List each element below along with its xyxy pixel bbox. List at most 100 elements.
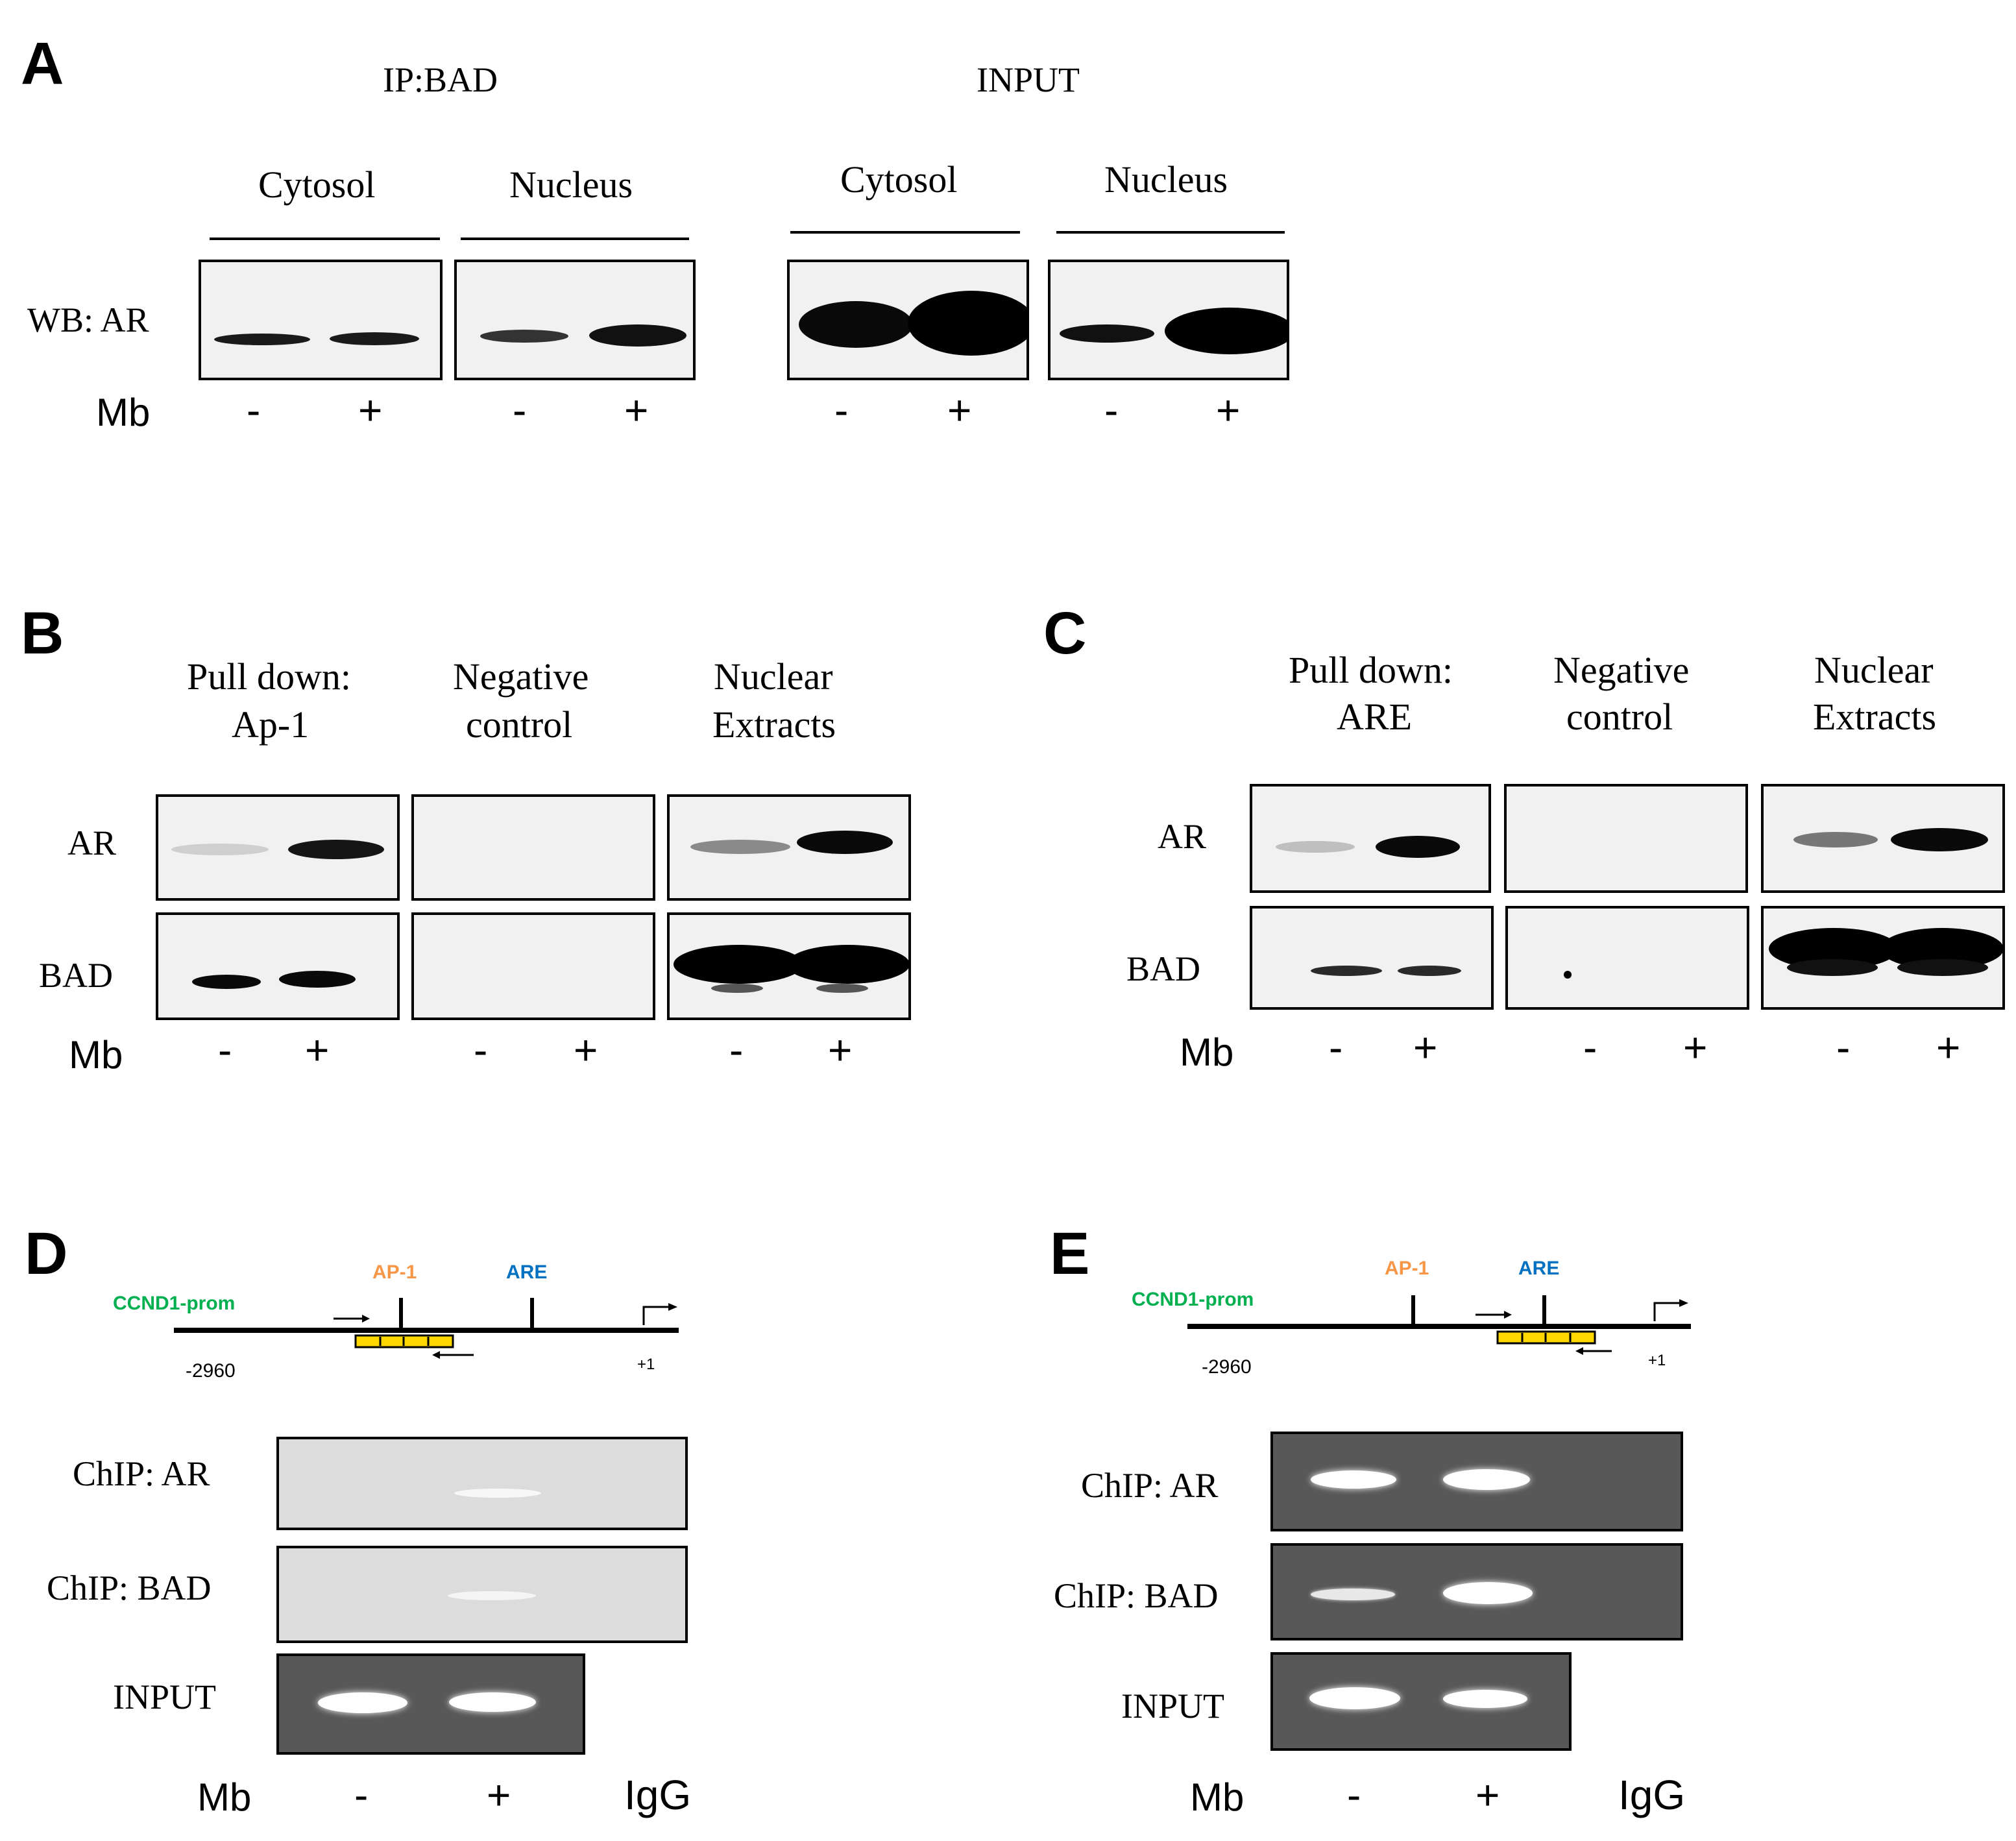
panel-d-letter: D bbox=[25, 1221, 68, 1287]
panel-c-col2-line2: control bbox=[1566, 696, 1673, 738]
panel-a-sign-3: - bbox=[513, 387, 527, 433]
blot-a-input-nucleus bbox=[1048, 260, 1289, 380]
panel-e-ap1-label: AP-1 bbox=[1385, 1258, 1429, 1279]
panel-a-sign-6: + bbox=[947, 387, 972, 433]
panel-a-col-cytosol-ip: Cytosol bbox=[258, 164, 376, 206]
panel-a-col-nucleus-input: Nucleus bbox=[1104, 158, 1228, 201]
panel-d-end-coord: +1 bbox=[637, 1356, 655, 1373]
panel-a-col-cytosol-input: Cytosol bbox=[840, 158, 958, 201]
panel-a-sign-2: + bbox=[358, 387, 383, 433]
panel-b-sign-3: - bbox=[474, 1027, 488, 1073]
blot-c-negative-ar bbox=[1504, 784, 1748, 893]
panel-d-ap1-label: AP-1 bbox=[372, 1262, 417, 1283]
panel-b-col2-line1: Negative bbox=[453, 655, 589, 698]
panel-e-lane-igg: IgG bbox=[1618, 1772, 1686, 1818]
panel-e-promoter-label: CCND1-prom bbox=[1132, 1289, 1254, 1310]
gel-e-input bbox=[1270, 1652, 1572, 1751]
panel-a-row-label: WB: AR bbox=[27, 300, 149, 339]
blot-c-pulldown-bad bbox=[1250, 906, 1494, 1010]
panel-a-sign-5: - bbox=[834, 387, 849, 433]
panel-a-letter: A bbox=[21, 30, 64, 97]
panel-a-mb-label: Mb bbox=[96, 391, 151, 434]
blot-b-nuclear-bad bbox=[667, 912, 911, 1020]
panel-c-sign-5: - bbox=[1836, 1024, 1851, 1071]
panel-d-row-chip-bad: ChIP: BAD bbox=[47, 1568, 212, 1607]
panel-c-sign-2: + bbox=[1413, 1024, 1438, 1071]
blot-b-negative-bad bbox=[411, 912, 655, 1020]
gel-e-chip-bad bbox=[1270, 1543, 1683, 1640]
panel-d-lane-igg: IgG bbox=[624, 1772, 692, 1818]
blot-a-input-cytosol bbox=[787, 260, 1029, 380]
panel-c-col3-line2: Extracts bbox=[1813, 696, 1937, 738]
panel-c-letter: C bbox=[1043, 600, 1087, 666]
panel-e-mb-label: Mb bbox=[1190, 1775, 1245, 1819]
panel-e-letter: E bbox=[1050, 1221, 1090, 1287]
blot-c-nuclear-bad bbox=[1761, 906, 2005, 1010]
panel-c-sign-1: - bbox=[1329, 1024, 1343, 1071]
panel-b-row-bad: BAD bbox=[39, 956, 114, 995]
panel-d-tss-arrow bbox=[642, 1306, 670, 1325]
panel-c-row-ar: AR bbox=[1158, 817, 1207, 856]
panel-e-end-coord: +1 bbox=[1648, 1352, 1666, 1369]
panel-e-start-coord: -2960 bbox=[1202, 1356, 1252, 1378]
gel-d-chip-ar bbox=[276, 1437, 688, 1530]
panel-b-row-ar: AR bbox=[67, 823, 117, 862]
panel-d-mb-label: Mb bbox=[197, 1775, 252, 1819]
panel-d-promoter-label: CCND1-prom bbox=[113, 1293, 235, 1314]
panel-b-col1-line2: Ap-1 bbox=[232, 703, 310, 746]
panel-d-lane-plus: + bbox=[487, 1772, 511, 1818]
blot-b-negative-ar bbox=[411, 794, 655, 901]
panel-b-sign-2: + bbox=[305, 1027, 330, 1073]
panel-a-col-nucleus-ip: Nucleus bbox=[509, 164, 633, 206]
panel-e-row-input: INPUT bbox=[1121, 1687, 1224, 1725]
panel-a-bracket-1 bbox=[210, 238, 440, 240]
panel-a-bracket-2 bbox=[461, 238, 689, 240]
panel-e-are-label: ARE bbox=[1518, 1258, 1559, 1279]
panel-c-sign-4: + bbox=[1683, 1024, 1708, 1071]
panel-c-mb-label: Mb bbox=[1180, 1030, 1234, 1074]
panel-c-sign-3: - bbox=[1583, 1024, 1597, 1071]
panel-b-col1-line1: Pull down: bbox=[187, 655, 351, 698]
blot-b-pulldown-bad bbox=[156, 912, 400, 1020]
panel-b-col2-line2: control bbox=[466, 703, 573, 746]
panel-c-col2-line1: Negative bbox=[1553, 649, 1690, 691]
panel-e-row-chip-ar: ChIP: AR bbox=[1081, 1466, 1219, 1505]
panel-d-start-coord: -2960 bbox=[186, 1360, 236, 1382]
panel-c-row-bad: BAD bbox=[1126, 949, 1201, 988]
panel-b-letter: B bbox=[21, 600, 64, 666]
panel-b-sign-4: + bbox=[574, 1027, 598, 1073]
blot-c-nuclear-ar bbox=[1761, 784, 2005, 893]
panel-d-row-chip-ar: ChIP: AR bbox=[73, 1454, 210, 1493]
panel-c-col1-line2: ARE bbox=[1337, 696, 1412, 738]
blot-b-nuclear-ar bbox=[667, 794, 911, 901]
panel-b-mb-label: Mb bbox=[69, 1033, 123, 1077]
panel-a-sign-1: - bbox=[247, 387, 261, 433]
gel-e-chip-ar bbox=[1270, 1432, 1683, 1531]
panel-a-sign-8: + bbox=[1216, 387, 1241, 433]
panel-c-col1-line1: Pull down: bbox=[1289, 649, 1453, 691]
blot-a-ip-nucleus bbox=[454, 260, 696, 380]
panel-c-col3-line1: Nuclear bbox=[1814, 649, 1934, 691]
gel-d-chip-bad bbox=[276, 1546, 688, 1643]
panel-d-row-input: INPUT bbox=[113, 1677, 216, 1716]
gel-d-input bbox=[276, 1653, 585, 1755]
panel-b-col3-line2: Extracts bbox=[712, 703, 836, 746]
panel-b-sign-6: + bbox=[828, 1027, 853, 1073]
panel-d-promoter-diagram: CCND1-prom AP-1 ARE -2960 +1 bbox=[113, 1262, 679, 1382]
blot-c-negative-bad bbox=[1505, 906, 1749, 1010]
panel-e-lane-plus: + bbox=[1476, 1772, 1500, 1818]
blot-b-pulldown-ar bbox=[156, 794, 400, 901]
panel-e-row-chip-bad: ChIP: BAD bbox=[1054, 1576, 1219, 1615]
panel-e-promoter-diagram: CCND1-prom AP-1 ARE -2960 +1 bbox=[1132, 1258, 1691, 1378]
panel-b-sign-5: - bbox=[729, 1027, 744, 1073]
panel-d-are-label: ARE bbox=[506, 1262, 547, 1283]
panel-d-lane-minus: - bbox=[354, 1772, 369, 1818]
panel-a-ip-header: IP:BAD bbox=[383, 60, 498, 99]
blot-a-ip-cytosol bbox=[199, 260, 443, 380]
panel-c-sign-6: + bbox=[1936, 1024, 1961, 1071]
panel-a-input-header: INPUT bbox=[977, 60, 1080, 99]
panel-e-lane-minus: - bbox=[1347, 1772, 1361, 1818]
blot-c-pulldown-ar bbox=[1250, 784, 1491, 893]
panel-b-sign-1: - bbox=[218, 1027, 232, 1073]
